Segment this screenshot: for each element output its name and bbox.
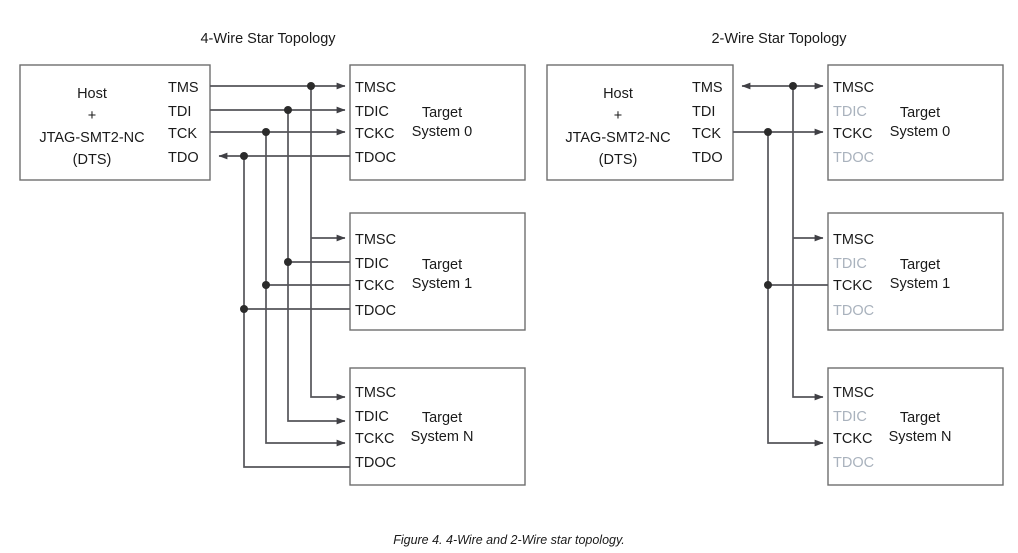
host-pin-tdi: TDI bbox=[692, 104, 715, 120]
target-pin-tdic: TDIC bbox=[355, 256, 389, 272]
diagram-title-four-wire: 4-Wire Star Topology bbox=[200, 31, 336, 47]
bus-tck-four-wire bbox=[262, 128, 350, 447]
target-pin-tmsc: TMSC bbox=[355, 232, 396, 248]
target-name-line-2: System 0 bbox=[412, 124, 472, 140]
target-pin-tdoc: TDOC bbox=[833, 455, 874, 471]
target-pin-tmsc: TMSC bbox=[355, 385, 396, 401]
target-name-line-1: Target bbox=[900, 257, 940, 273]
target-name-line-1: Target bbox=[422, 410, 462, 426]
host-line-1: Host bbox=[77, 86, 107, 102]
host-line-2: + bbox=[88, 108, 96, 124]
target-box-system-n-four-wire: TMSC TDIC TCKC TDOC Target System N bbox=[349, 367, 526, 486]
target-pin-tdic: TDIC bbox=[355, 409, 389, 425]
target-pin-tmsc: TMSC bbox=[355, 80, 396, 96]
bus-tms-two-wire bbox=[789, 82, 824, 401]
target-pin-tdoc: TDOC bbox=[355, 303, 396, 319]
target-name-line-1: Target bbox=[900, 105, 940, 121]
target-pin-tckc: TCKC bbox=[833, 126, 872, 142]
target-pin-tmsc: TMSC bbox=[833, 232, 874, 248]
target-pin-tdoc: TDOC bbox=[355, 455, 396, 471]
host-line-2: + bbox=[614, 108, 622, 124]
host-line-3: JTAG-SMT2-NC bbox=[565, 130, 670, 146]
target-pin-tmsc: TMSC bbox=[833, 80, 874, 96]
target-box-system-n-two-wire: TMSC TDIC TCKC TDOC Target System N bbox=[827, 367, 1004, 486]
target-name-line-2: System N bbox=[889, 429, 952, 445]
target-pin-tdic: TDIC bbox=[833, 409, 867, 425]
diagram-two-wire: 2-Wire Star Topology Host + JTAG-SMT2-NC… bbox=[546, 31, 1004, 486]
host-pin-tck: TCK bbox=[168, 126, 197, 142]
target-pin-tdoc: TDOC bbox=[355, 150, 396, 166]
host-pin-tdi: TDI bbox=[168, 104, 191, 120]
target-pin-tdoc: TDOC bbox=[833, 303, 874, 319]
target-name-line-2: System 0 bbox=[890, 124, 950, 140]
target-pin-tckc: TCKC bbox=[355, 126, 394, 142]
host-line-1: Host bbox=[603, 86, 633, 102]
host-pin-tms: TMS bbox=[168, 80, 199, 96]
target-box-system-1-two-wire: TMSC TDIC TCKC TDOC Target System 1 bbox=[827, 212, 1004, 331]
diagram-title-two-wire: 2-Wire Star Topology bbox=[711, 31, 847, 47]
host-pin-tck: TCK bbox=[692, 126, 721, 142]
target-name-line-1: Target bbox=[422, 257, 462, 273]
target-pin-tckc: TCKC bbox=[833, 431, 872, 447]
target-name-line-2: System N bbox=[411, 429, 474, 445]
target-name-line-2: System 1 bbox=[890, 276, 950, 292]
target-name-line-1: Target bbox=[900, 410, 940, 426]
bus-tck-two-wire bbox=[764, 128, 828, 447]
host-line-4: (DTS) bbox=[73, 152, 112, 168]
target-pin-tdic: TDIC bbox=[833, 256, 867, 272]
host-line-4: (DTS) bbox=[599, 152, 638, 168]
target-name-line-1: Target bbox=[422, 105, 462, 121]
host-line-3: JTAG-SMT2-NC bbox=[39, 130, 144, 146]
host-box-two-wire: Host + JTAG-SMT2-NC (DTS) TMS TDI TCK TD… bbox=[546, 64, 734, 181]
target-pin-tdoc: TDOC bbox=[833, 150, 874, 166]
target-box-system-0-two-wire: TMSC TDIC TCKC TDOC Target System 0 bbox=[827, 64, 1004, 181]
bus-tms-four-wire bbox=[307, 82, 346, 401]
host-pin-tdo: TDO bbox=[692, 150, 723, 166]
figure-caption: Figure 4. 4-Wire and 2-Wire star topolog… bbox=[393, 533, 625, 547]
target-pin-tdic: TDIC bbox=[355, 104, 389, 120]
host-pin-tms: TMS bbox=[692, 80, 723, 96]
bus-tdo-four-wire bbox=[240, 152, 350, 468]
target-box-system-0-four-wire: TMSC TDIC TCKC TDOC Target System 0 bbox=[349, 64, 526, 181]
target-pin-tckc: TCKC bbox=[355, 278, 394, 294]
target-pin-tdic: TDIC bbox=[833, 104, 867, 120]
host-box-four-wire: Host + JTAG-SMT2-NC (DTS) TMS TDI TCK TD… bbox=[19, 64, 211, 181]
bus-tdi-four-wire bbox=[284, 106, 350, 425]
target-pin-tckc: TCKC bbox=[833, 278, 872, 294]
target-pin-tmsc: TMSC bbox=[833, 385, 874, 401]
target-name-line-2: System 1 bbox=[412, 276, 472, 292]
target-pin-tckc: TCKC bbox=[355, 431, 394, 447]
target-box-system-1-four-wire: TMSC TDIC TCKC TDOC Target System 1 bbox=[349, 212, 526, 331]
host-pin-tdo: TDO bbox=[168, 150, 199, 166]
diagram-four-wire: 4-Wire Star Topology Host + JTAG-SMT2-NC… bbox=[19, 31, 526, 486]
